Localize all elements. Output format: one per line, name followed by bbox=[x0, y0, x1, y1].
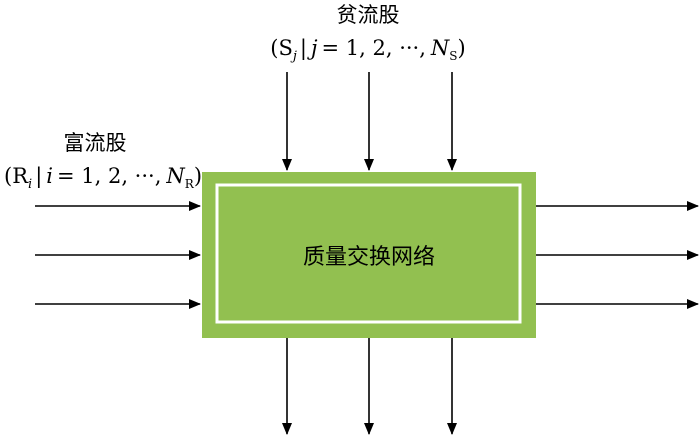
rich-stream-title: 富流股 bbox=[64, 131, 127, 155]
rich-set-open: (R bbox=[4, 164, 29, 188]
lean-set-close: ) bbox=[458, 36, 466, 60]
lean-set-open: (S bbox=[270, 36, 293, 60]
lean-index-var: j bbox=[307, 36, 318, 60]
lean-subscript-index: j bbox=[290, 49, 297, 64]
lean-range-text: = 1, 2, ···, bbox=[322, 36, 426, 60]
lean-count-symbol: N bbox=[430, 36, 450, 60]
rich-range-text: = 1, 2, ···, bbox=[57, 164, 161, 188]
lean-stream-notation: (Sj|j= 1, 2, ···,NS) bbox=[270, 36, 465, 64]
lean-stream-title: 贫流股 bbox=[337, 3, 400, 27]
rich-separator: | bbox=[35, 164, 42, 189]
lean-count-subscript: S bbox=[449, 49, 457, 63]
rich-stream-notation: (Ri|i= 1, 2, ···,NR) bbox=[4, 164, 202, 192]
network-label: 质量交换网络 bbox=[303, 245, 435, 270]
rich-set-close: ) bbox=[194, 164, 202, 188]
rich-count-subscript: R bbox=[185, 177, 195, 191]
rich-subscript-index: i bbox=[28, 177, 32, 192]
network-inner-border bbox=[215, 183, 522, 324]
lean-separator: | bbox=[300, 36, 307, 61]
network-box bbox=[202, 172, 536, 338]
rich-index-var: i bbox=[46, 164, 53, 188]
rich-count-symbol: N bbox=[165, 164, 185, 188]
